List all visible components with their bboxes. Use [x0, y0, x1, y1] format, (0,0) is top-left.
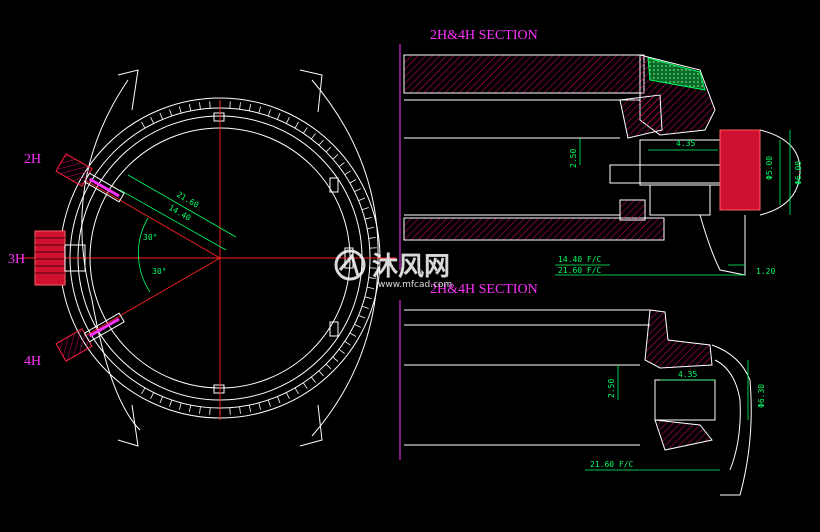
bezel-tooth — [199, 102, 201, 110]
bezel-tooth — [318, 370, 324, 377]
bezel-tooth — [367, 226, 375, 230]
bezel-tooth — [277, 396, 281, 404]
bezel-tooth — [318, 139, 324, 146]
label-4h: 4H — [24, 354, 41, 369]
bezel-tooth — [267, 399, 271, 407]
bezel-tooth — [178, 106, 182, 114]
label-3h: 3H — [8, 252, 25, 267]
dim-upper-phi5: Φ5.00 — [765, 156, 774, 180]
bezel-teeth — [141, 101, 377, 415]
bezel-tooth — [344, 341, 351, 346]
bezel-tooth — [368, 237, 376, 239]
crown-4h — [55, 312, 125, 362]
dim-lower-21-60: 21.60 F/C — [590, 460, 634, 469]
bezel-tooth — [310, 376, 316, 383]
dim-upper-1-20: 1.20 — [756, 267, 775, 276]
dim-upper-2-50: 2.50 — [569, 149, 578, 168]
bezel-tooth — [178, 402, 182, 410]
center-lines — [20, 100, 396, 420]
bezel-tooth — [285, 392, 290, 399]
lug-bottom-left — [117, 404, 139, 447]
bezel-tooth — [285, 117, 290, 124]
dim-angle-lower: 30° — [152, 267, 166, 276]
dim-lower-2-50: 2.50 — [607, 379, 616, 398]
marker-4 — [329, 321, 339, 337]
bezel-tooth — [354, 323, 361, 328]
bezel-tooth — [344, 170, 351, 175]
bezel-tooth — [199, 406, 201, 414]
bezel-tooth — [349, 179, 357, 184]
dim-lower-phi6-3: Φ6.30 — [757, 384, 766, 408]
dims-upper — [555, 130, 791, 276]
bezel-tooth — [368, 277, 376, 279]
bezel-tooth — [325, 146, 332, 153]
bezel-tooth — [258, 402, 262, 410]
bezel-tooth — [332, 356, 339, 362]
bezel-tooth — [303, 382, 308, 389]
watermark-logo-icon — [334, 249, 366, 281]
bezel-tooth — [248, 405, 252, 413]
bezel-tooth — [169, 109, 173, 117]
bezel-tooth — [349, 332, 357, 337]
lug-top-left — [117, 69, 139, 111]
section-upper — [399, 44, 801, 276]
section-title-upper: 2H&4H SECTION — [430, 28, 538, 43]
bezel-tooth — [354, 188, 361, 193]
marker-6 — [213, 384, 225, 394]
bezel-tooth — [239, 406, 241, 414]
bezel-tooth — [338, 348, 345, 354]
dim-upper-4-35: 4.35 — [676, 139, 695, 148]
lug-bottom-right — [299, 404, 323, 447]
bezel-tooth — [310, 133, 316, 140]
bezel-tooth — [239, 102, 241, 110]
dim-upper-14-40: 14.40 F/C — [558, 255, 602, 264]
dim-upper-21-60: 21.60 F/C — [558, 266, 602, 275]
dim-lower-4-35: 4.35 — [678, 370, 697, 379]
bezel-tooth — [338, 162, 345, 168]
dim-left-14-40: 14.40 — [167, 203, 193, 223]
dim-angle-upper: 30° — [143, 233, 157, 242]
bezel-tooth — [361, 305, 369, 309]
bezel-tooth — [188, 405, 192, 413]
watermark-text: 沐风网 — [372, 252, 450, 282]
bezel-tooth — [303, 127, 308, 134]
dim-upper-phi6: Φ6.00 — [794, 161, 803, 185]
watermark-url: www.mfcad.com — [378, 280, 452, 290]
bezel-tooth — [150, 392, 155, 399]
left-dims — [119, 174, 237, 293]
bezel-tooth — [364, 216, 372, 220]
bezel-tooth — [367, 286, 375, 290]
bezel-tooth — [358, 315, 366, 319]
section-title-lower: 2H&4H SECTION — [430, 282, 538, 297]
section-lower — [399, 300, 752, 496]
case-left-edge — [81, 79, 141, 431]
bezel-tooth — [258, 106, 262, 114]
bezel-tooth — [364, 296, 372, 300]
bezel-tooth — [169, 399, 173, 407]
watermark: 沐风网 www.mfcad.com — [334, 249, 452, 290]
bezel-tooth — [325, 363, 332, 370]
marker-12 — [213, 112, 225, 122]
bezel-tooth — [141, 387, 146, 395]
bezel-tooth — [141, 121, 146, 129]
bezel-tooth — [150, 117, 155, 124]
bezel-tooth — [361, 207, 369, 211]
dims-lower — [585, 360, 749, 471]
bezel-tooth — [294, 387, 299, 395]
bezel-tooth — [332, 154, 339, 160]
crown-2h — [55, 153, 125, 203]
lug-top-right — [299, 69, 323, 113]
crown-3h — [34, 230, 86, 286]
label-2h: 2H — [24, 152, 41, 167]
bezel-tooth — [159, 112, 163, 120]
bezel-tooth — [159, 396, 163, 404]
bezel-tooth — [188, 103, 192, 111]
marker-2 — [329, 177, 339, 193]
bezel-tooth — [358, 197, 366, 201]
bezel-tooth — [248, 103, 252, 111]
bezel-tooth — [267, 109, 271, 117]
bezel-tooth — [294, 121, 299, 129]
bezel-tooth — [277, 112, 281, 120]
